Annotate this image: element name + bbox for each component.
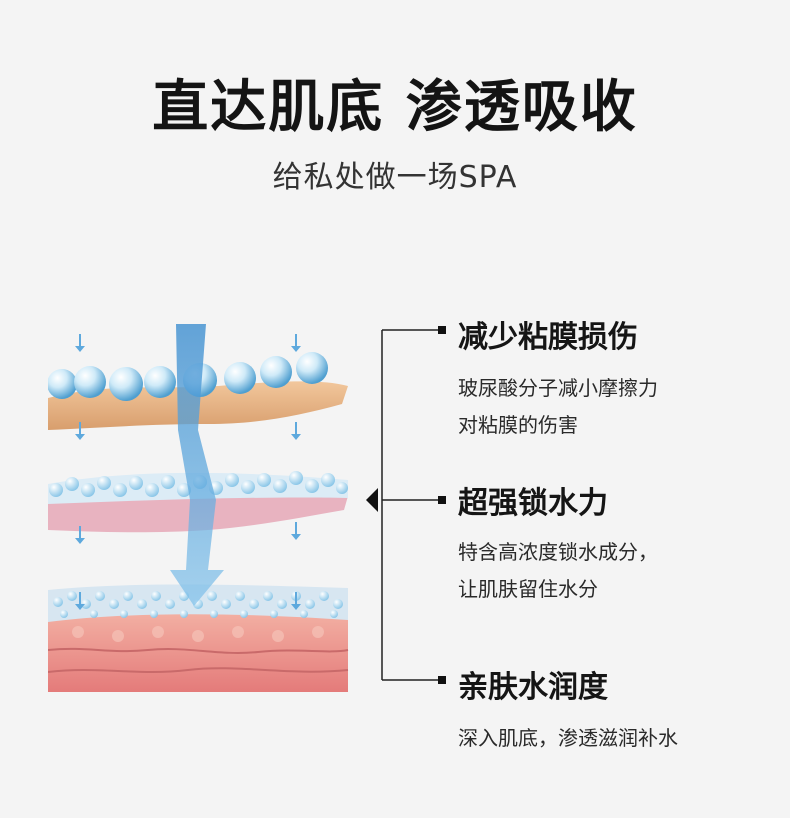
- layer-top: [48, 352, 348, 430]
- small-droplets: [49, 471, 348, 497]
- feature-title: 亲肤水润度: [458, 670, 608, 705]
- down-arrows: [75, 334, 301, 610]
- penetration-arrow: [170, 324, 224, 606]
- feature-skin-moisture: 亲肤水润度 深入肌底，渗透滋润补水: [458, 662, 678, 757]
- feature-lock-water: 超强锁水力 特含高浓度锁水成分， 让肌肤留住水分: [458, 478, 658, 608]
- page-title: 直达肌底 渗透吸收: [152, 75, 638, 140]
- feature-line: 深入肌底，渗透滋润补水: [458, 726, 678, 750]
- feature-line: 对粘膜的伤害: [458, 413, 578, 437]
- page-subtitle: 给私处做一场SPA: [272, 160, 518, 195]
- feature-reduce-damage: 减少粘膜损伤 玻尿酸分子减小摩擦力 对粘膜的伤害: [458, 312, 658, 444]
- large-droplets: [48, 352, 328, 401]
- pointer-triangle-icon: [366, 488, 378, 512]
- feature-title: 超强锁水力: [458, 486, 608, 521]
- bracket-connector: [366, 326, 446, 684]
- layer-bottom: [48, 584, 349, 692]
- feature-title: 减少粘膜损伤: [458, 320, 638, 355]
- feature-line: 特含高浓度锁水成分，: [458, 540, 658, 564]
- skin-layers-illustration: [48, 324, 349, 692]
- feature-line: 玻尿酸分子减小摩擦力: [458, 376, 658, 400]
- feature-line: 让肌肤留住水分: [458, 577, 598, 601]
